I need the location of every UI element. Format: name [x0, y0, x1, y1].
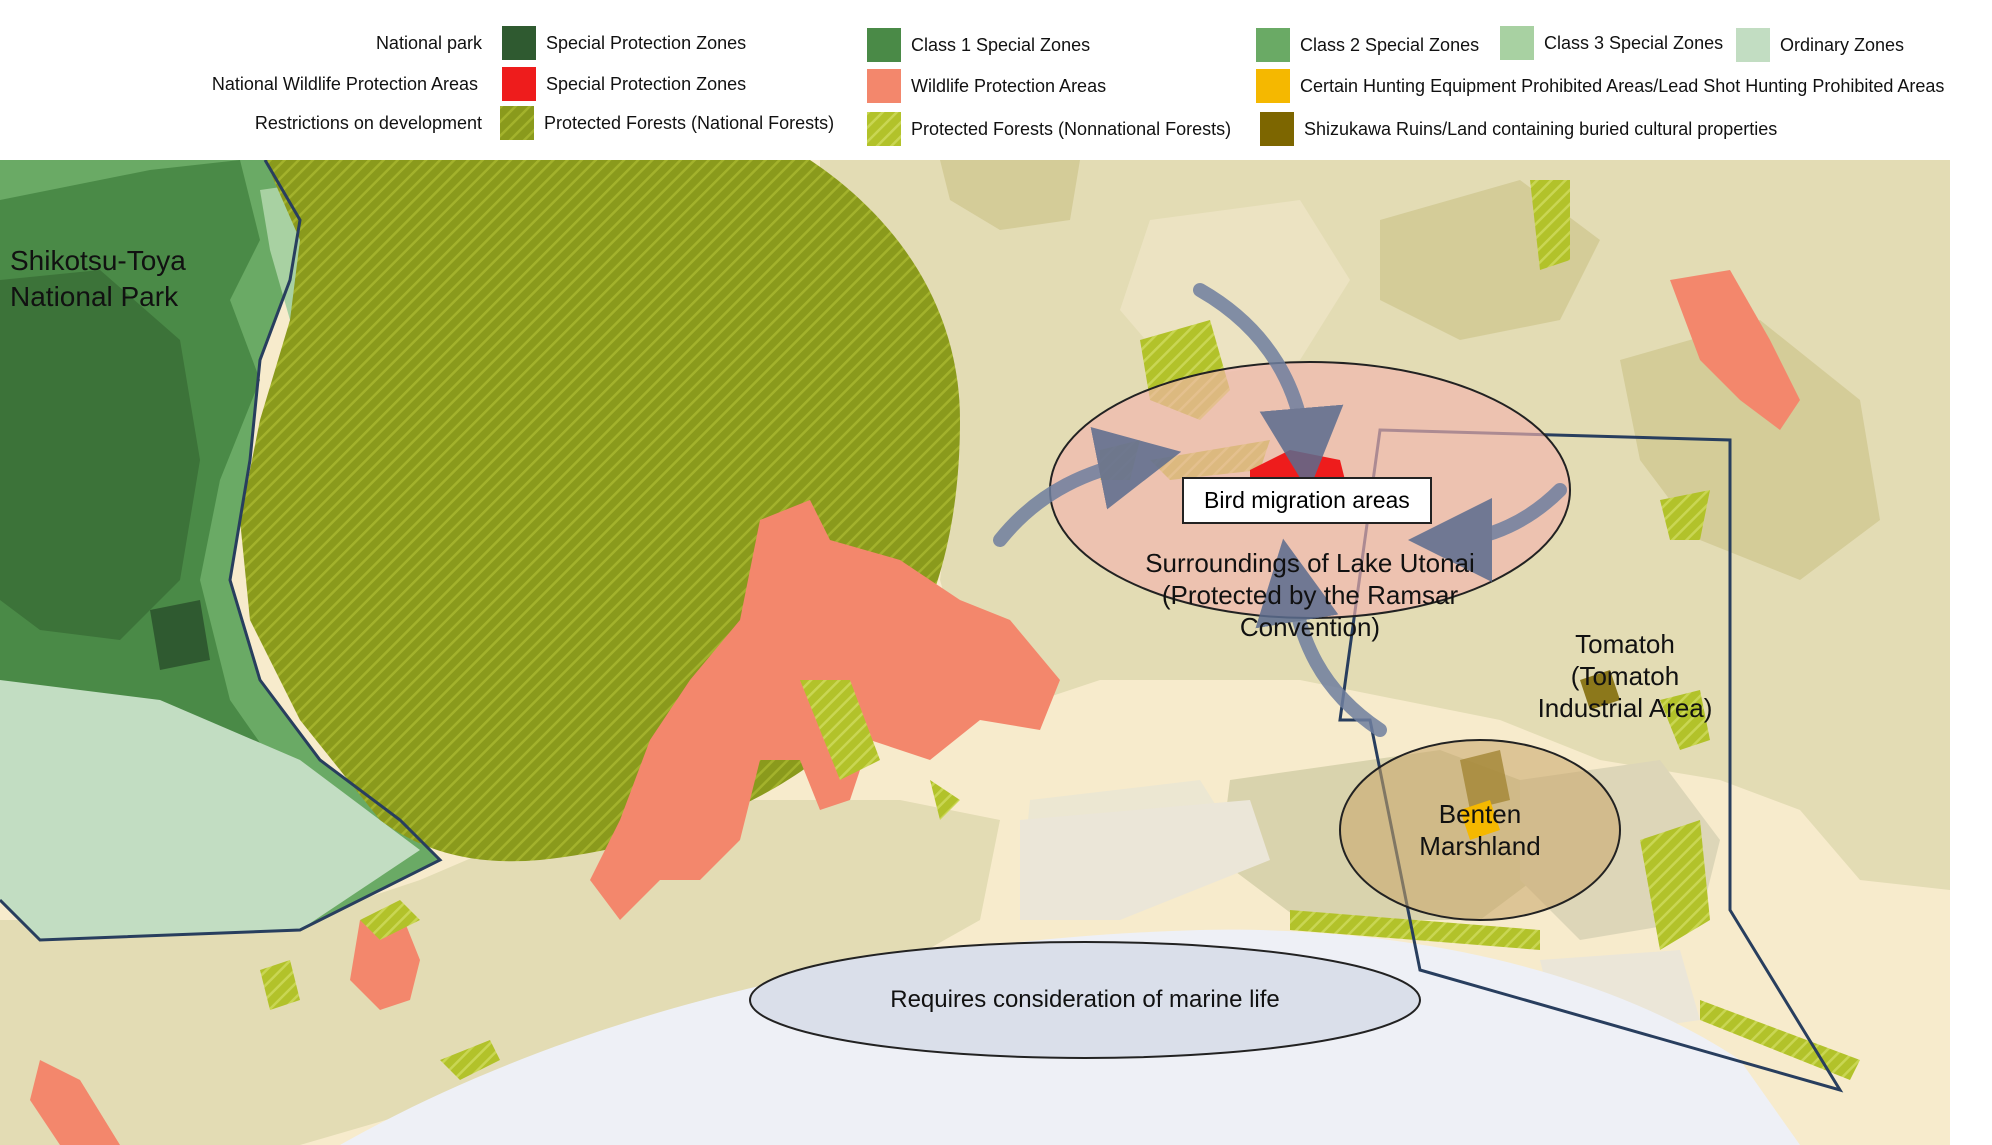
tomatoh-boundary — [1338, 428, 1844, 1093]
benten-label: Benten Marshland — [1419, 799, 1541, 861]
legend-swatch — [502, 67, 536, 101]
legend-heading-national-park: National park — [375, 33, 482, 53]
legend-swatch — [867, 28, 901, 62]
legend-swatch — [502, 26, 536, 60]
marine-ellipse — [749, 941, 1421, 1059]
legend-swatch — [1256, 28, 1290, 62]
legend-item-protected-nonnational: Protected Forests (Nonnational Forests) — [867, 112, 1231, 146]
legend-swatch — [1736, 28, 1770, 62]
legend-item-np-special-protection: Special Protection Zones — [502, 26, 746, 60]
marine-label: Requires consideration of marine life — [890, 986, 1280, 1013]
legend-item-protected-national: Protected Forests (National Forests) — [500, 106, 834, 140]
legend-swatch-hatched — [500, 106, 534, 140]
legend-heading-development: Restrictions on development — [254, 113, 482, 133]
legend-swatch — [1256, 69, 1290, 103]
migration-arrows — [993, 283, 1567, 737]
national-park-boundary — [0, 160, 443, 942]
legend-item-shizukawa: Shizukawa Ruins/Land containing buried c… — [1260, 112, 1777, 146]
shikotsu-toya-label: Shikotsu-Toya National Park — [10, 245, 186, 312]
legend-item-hunting-prohibited: Certain Hunting Equipment Prohibited Are… — [1256, 69, 1944, 103]
legend-swatch — [1260, 112, 1294, 146]
legend-swatch — [1500, 26, 1534, 60]
legend-item-wl-special-protection: Special Protection Zones — [502, 67, 746, 101]
legend-item-class3: Class 3 Special Zones — [1500, 26, 1723, 60]
utonai-label: Surroundings of Lake Utonai (Protected b… — [1145, 548, 1475, 642]
legend-heading-wildlife: National Wildlife Protection Areas — [211, 74, 478, 94]
map-legend: National park Special Protection Zones C… — [0, 0, 1992, 160]
legend-item-class1: Class 1 Special Zones — [867, 28, 1090, 62]
legend-item-class2: Class 2 Special Zones — [1256, 28, 1479, 62]
zoning-map — [0, 160, 1950, 1145]
legend-swatch-hatched — [867, 112, 901, 146]
legend-item-ordinary: Ordinary Zones — [1736, 28, 1904, 62]
tomatoh-label: Tomatoh (Tomatoh Industrial Area) — [1537, 629, 1713, 723]
legend-swatch — [867, 69, 901, 103]
bird-migration-label: Bird migration areas — [1182, 477, 1432, 524]
benten-hunting-zone — [1460, 800, 1500, 840]
legend-item-wildlife-protection: Wildlife Protection Areas — [867, 69, 1106, 103]
